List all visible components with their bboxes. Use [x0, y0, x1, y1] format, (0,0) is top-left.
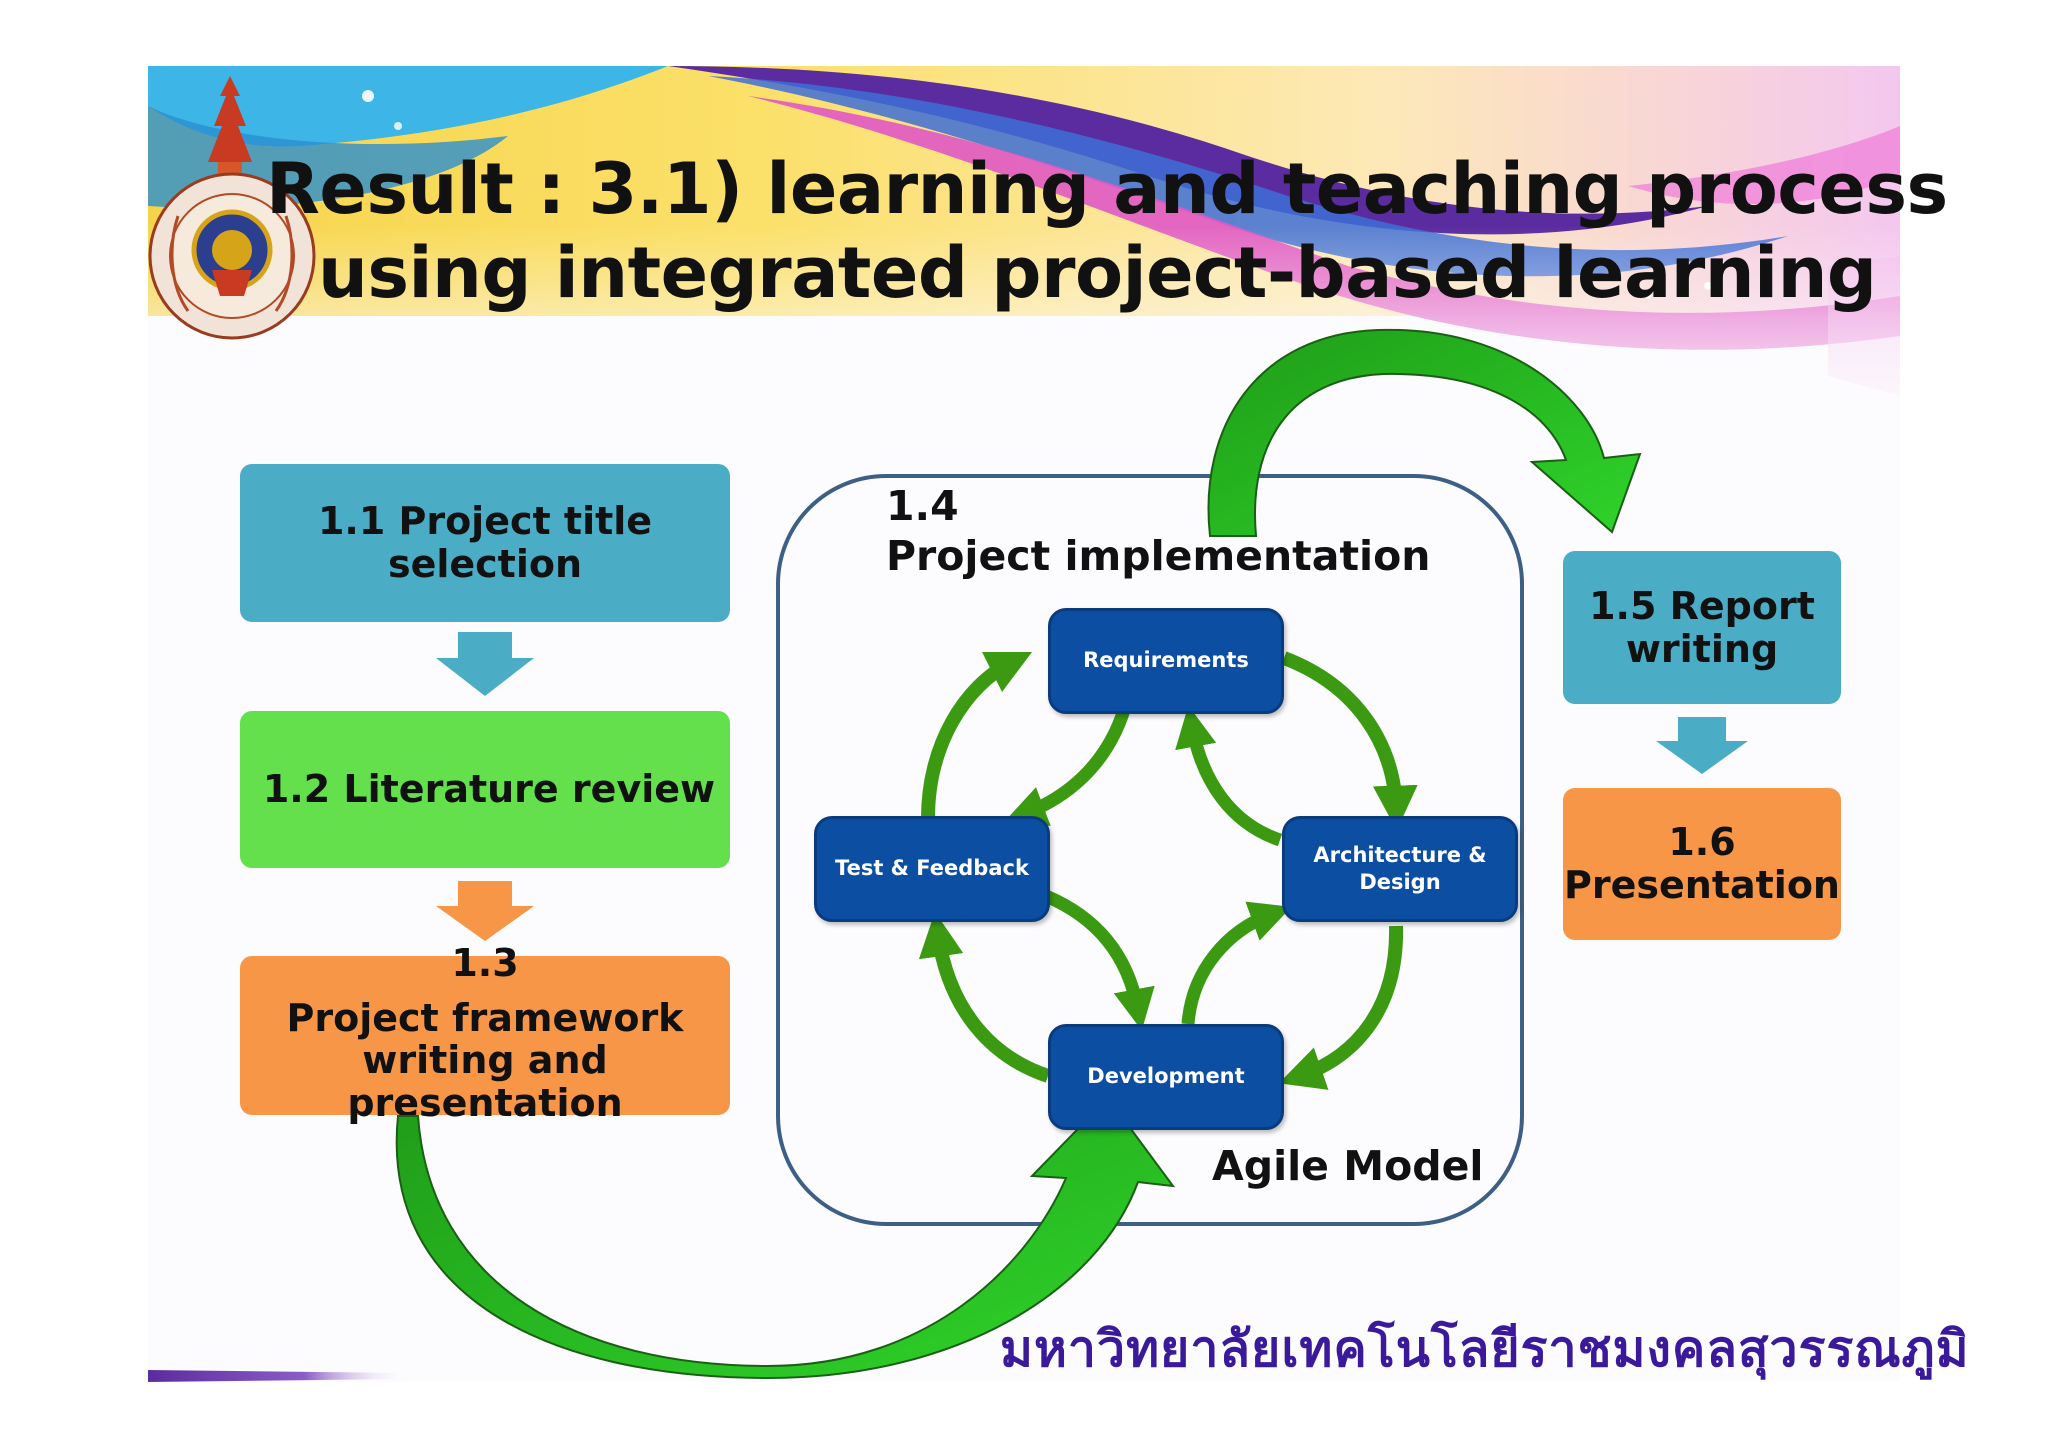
step-1-5-label: 1.5 Report — [1589, 583, 1815, 628]
step-1-6-number: 1.6 — [1668, 820, 1736, 865]
step-1-4-number: 1.4 — [886, 482, 959, 530]
step-1-3-number: 1.3 — [451, 941, 519, 985]
step-1-2-box: 1.2 Literature review — [240, 711, 730, 868]
step-1-1-label-line2: selection — [387, 542, 583, 586]
agile-node-requirements-label: Requirements — [1083, 648, 1249, 673]
step-1-5-box: 1.5 Report writing — [1563, 551, 1841, 704]
university-name: มหาวิทยาลัยเทคโนโลยีราชมงคลสุวรรณภูมิ — [1000, 1319, 1970, 1378]
university-seal-icon — [148, 76, 316, 340]
step-1-3-text: 1.3 Project framework writing and presen… — [240, 942, 730, 1124]
step-1-3-label-line2: writing and — [362, 1038, 608, 1083]
agile-model-label: Agile Model — [1212, 1142, 1484, 1190]
agile-node-test-feedback-label: Test & Feedback — [835, 856, 1029, 881]
agile-node-test-feedback: Test & Feedback — [814, 816, 1050, 922]
step-1-3-box — [240, 956, 730, 1115]
slide-title-line-2: using integrated project-based learning — [318, 232, 1877, 314]
agile-node-development: Development — [1048, 1024, 1284, 1130]
step-1-5-label-line2: writing — [1625, 626, 1779, 671]
step-1-4-title: Project implementation — [886, 532, 1431, 580]
arrow-1-5-to-1-6 — [1656, 717, 1748, 774]
agile-node-design-label: Design — [1359, 870, 1441, 894]
step-1-3-label-line1: Project framework — [286, 995, 684, 1040]
agile-node-architecture-design: Architecture & Design — [1282, 816, 1518, 922]
step-1-1-label: 1.1 Project title — [317, 499, 653, 544]
step-1-2-label: 1.2 Literature review — [262, 767, 716, 812]
step-1-1-box: 1.1 Project title selection — [240, 464, 730, 622]
step-1-6-label: Presentation — [1564, 863, 1840, 907]
step-1-3-label-line3: presentation — [347, 1080, 623, 1125]
agile-node-requirements: Requirements — [1048, 608, 1284, 714]
slide-title-line-1: Result : 3.1) learning and teaching proc… — [266, 148, 1948, 230]
arrow-1-2-to-1-3 — [436, 881, 534, 941]
agile-node-architecture-label: Architecture & — [1313, 842, 1487, 867]
arrow-1-1-to-1-2 — [436, 632, 534, 696]
agile-node-development-label: Development — [1087, 1064, 1245, 1089]
banner-background — [148, 66, 1900, 426]
footer-stripe — [148, 1370, 668, 1382]
step-1-6-box: 1.6 Presentation — [1563, 788, 1841, 940]
slide: Result : 3.1) learning and teaching proc… — [148, 66, 1969, 1382]
